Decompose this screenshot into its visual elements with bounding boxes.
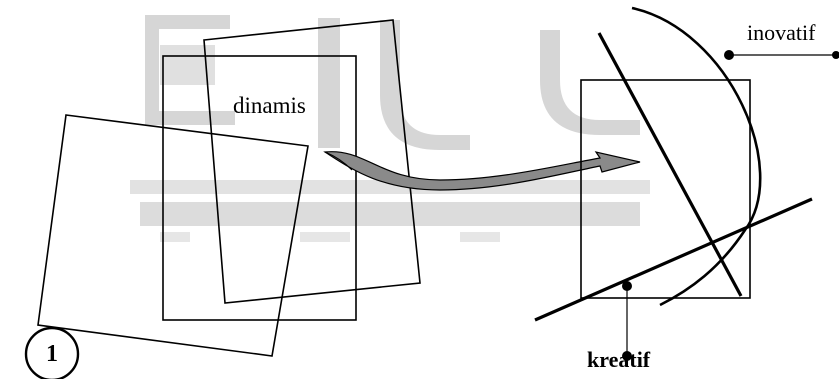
kreatif-end <box>622 351 632 361</box>
curved-arrow <box>323 151 641 191</box>
inovatif-end <box>832 51 839 59</box>
inovatif-pointer <box>728 54 836 58</box>
rect-middle <box>162 55 357 321</box>
rect-tilted-left <box>37 114 309 357</box>
right-figure <box>534 6 839 361</box>
label-inovatif: inovatif <box>747 20 816 45</box>
rect-tilted-right <box>203 19 421 304</box>
badge-number: 1 <box>46 340 58 367</box>
label-dinamis: dinamis <box>233 93 306 118</box>
watermark-logo <box>130 15 650 242</box>
frame-rectangles <box>37 19 421 357</box>
arc-curve <box>631 6 762 307</box>
line-steep <box>597 32 743 297</box>
rect-right <box>580 79 751 299</box>
badge-circle <box>24 326 80 379</box>
label-kreatif: kreatif <box>587 347 651 372</box>
line-shallow <box>534 197 813 322</box>
curved-arrow-tail <box>324 151 353 171</box>
inovatif-node <box>724 50 734 60</box>
kreatif-node <box>622 281 632 291</box>
